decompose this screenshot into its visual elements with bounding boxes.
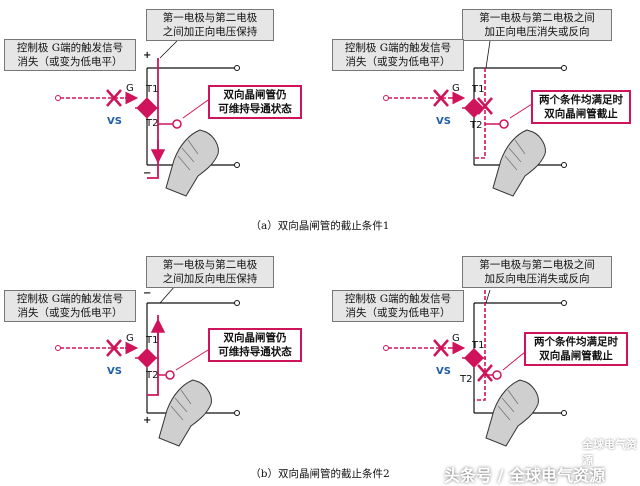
panel-2-t2-label: T2 — [470, 120, 483, 131]
panel-4-vs-label: VS — [436, 366, 451, 377]
panel-4-status-box: 两个条件均满足时 双向晶闸管截止 — [524, 332, 628, 366]
panel-4 — [383, 289, 567, 447]
watermark-line-2: 头条号 / 全球电气资源 — [444, 466, 605, 485]
panel-3-ctrl-box: 控制极 G端的触发信号 消失（或变为低电平） — [4, 290, 136, 322]
panel-2-status-box: 两个条件均满足时 双向晶闸管截止 — [531, 90, 631, 124]
watermark-line-1: 全球电气资源 — [582, 438, 637, 467]
panel-1-ctrl-box: 控制极 G端的触发信号 消失（或变为低电平） — [4, 39, 136, 71]
panel-2-t1-label: T1 — [472, 84, 485, 95]
panel-3-t2-label: T2 — [146, 370, 159, 381]
panel-1-status-box: 双向晶闸管仍 可维持导通状态 — [208, 85, 302, 119]
panel-3-plus-sign: + — [143, 415, 152, 426]
panel-3-status-box: 双向晶闸管仍 可维持导通状态 — [208, 328, 302, 362]
panel-3 — [55, 285, 240, 447]
panel-3-top-box: 第一电极与第二电极 之间加反向电压保持 — [146, 256, 274, 288]
panel-2-top-box: 第一电极与第二电极之间 加正向电压消失或反向 — [462, 9, 612, 41]
panel-2-gate-label: G — [452, 83, 460, 94]
panel-1 — [55, 40, 240, 197]
panel-2 — [383, 40, 567, 197]
panel-4-t2-label: T2 — [460, 374, 473, 385]
wechat-logo-icon — [557, 436, 580, 452]
panel-1-top-box: 第一电极与第二电极 之间加正向电压保持 — [146, 9, 274, 41]
panel-2-ctrl-box: 控制极 G端的触发信号 消失（或变为低电平） — [332, 39, 464, 71]
panel-4-gate-label: G — [452, 333, 460, 344]
panel-4-ctrl-box: 控制极 G端的触发信号 消失（或变为低电平） — [332, 290, 464, 322]
panel-1-plus-sign: + — [143, 50, 152, 61]
panel-1-t1-label: T1 — [146, 84, 159, 95]
caption-a: （a）双向晶闸管的截止条件1 — [250, 220, 390, 232]
panel-3-vs-label: VS — [107, 366, 122, 377]
panel-1-gate-label: G — [126, 83, 134, 94]
panel-1-t2-label: T2 — [146, 118, 159, 129]
panel-4-t1-label: T1 — [472, 340, 485, 351]
panel-3-minus-sign: − — [143, 288, 152, 299]
panel-3-t1-label: T1 — [146, 335, 159, 346]
panel-1-minus-sign: − — [143, 168, 152, 179]
panel-2-vs-label: VS — [436, 116, 451, 127]
panel-4-top-box: 第一电极与第二电极之间 加反向电压消失或反向 — [462, 256, 612, 288]
panel-1-vs-label: VS — [107, 116, 122, 127]
panel-3-gate-label: G — [126, 333, 134, 344]
caption-b: （b）双向晶闸管的截止条件2 — [250, 468, 390, 480]
